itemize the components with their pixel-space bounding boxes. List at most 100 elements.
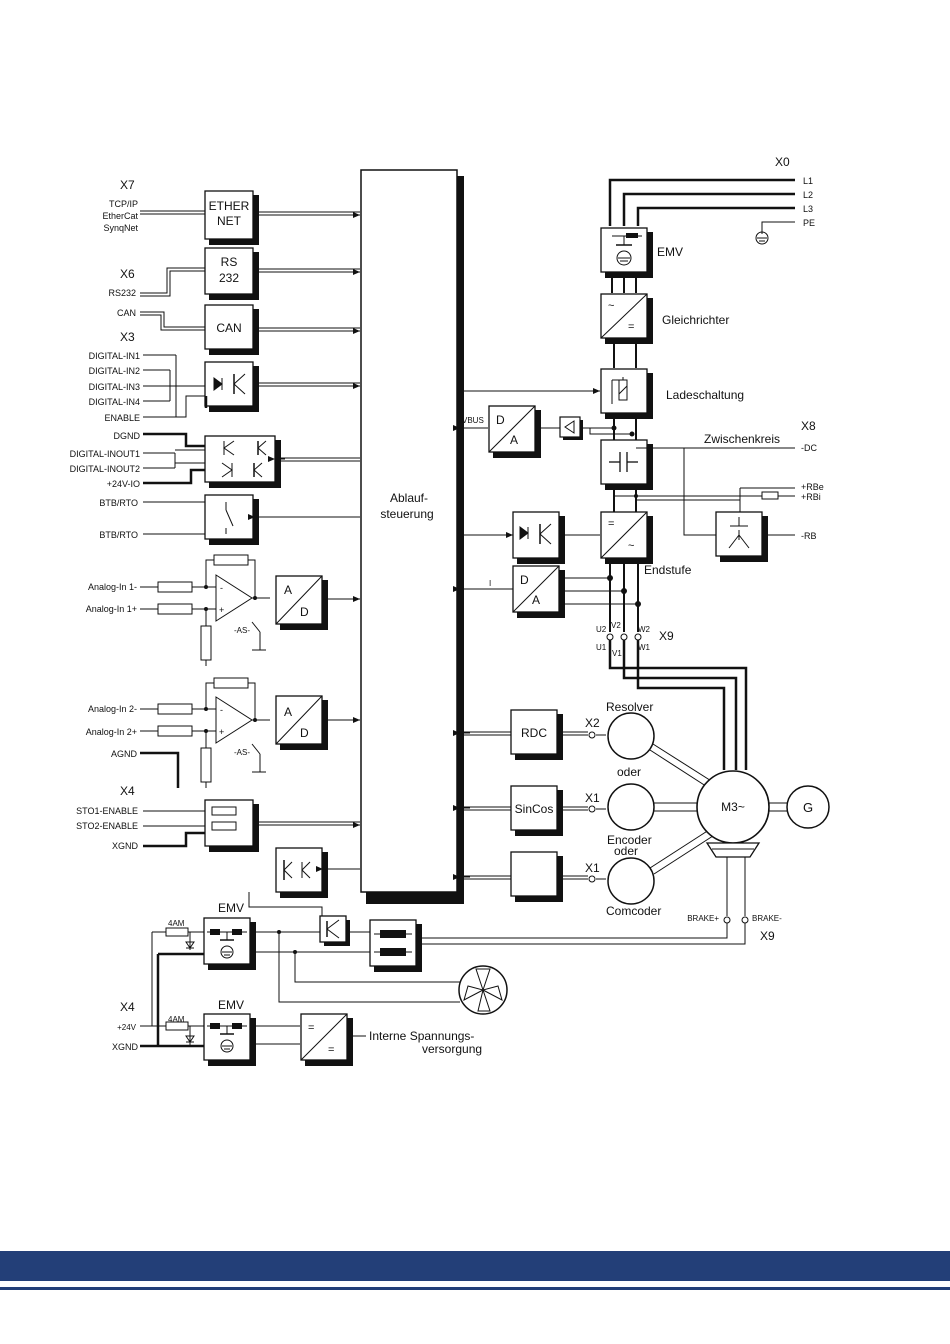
ethernet-section: X7 TCP/IP EtherCat SynqNet ETHER NET [102,178,360,245]
ethernet-label-2: NET [217,214,242,228]
as1-label: -AS- [234,626,250,635]
ain2m-label: Analog-In 2- [88,704,137,714]
as2-label: -AS- [234,748,250,757]
x3-label: X3 [120,330,135,344]
motor-section: M3~ G BRAKE+ BRAKE- X9 [687,770,830,943]
emv-filter-icon-top [612,233,642,266]
ain2p-label: Analog-In 2+ [86,727,137,737]
rb-label: -RB [801,531,817,541]
x4-top-label: X4 [120,784,135,798]
digital-inputs-section: X3 DIGITAL-IN1 DIGITAL-IN2 DIGITAL-IN3 D… [89,330,360,448]
ethernet-label-1: ETHER [209,199,250,213]
v24io-label: +24V-IO [107,479,140,489]
motor-label: M3~ [721,800,745,814]
emv-filter-icon-bottom [207,1023,247,1053]
svg-text:+: + [219,605,224,615]
rbi-label: +RBi [801,492,821,502]
enable-label: ENABLE [104,413,140,423]
vbus-label: VBUS [462,416,484,425]
ladeschaltung-label: Ladeschaltung [666,388,744,402]
inv-sym2: ~ [628,540,634,552]
endstufe-label: Endstufe [644,563,692,577]
fuse1-label: 4AM [168,919,185,928]
btb-section: BTB/RTO BTB/RTO [99,494,360,545]
da2-a-label: A [532,593,540,607]
rdc-label: RDC [521,726,547,740]
v2-label: V2 [611,621,621,630]
din4-label: DIGITAL-IN4 [89,397,140,407]
btb1-label: BTB/RTO [99,498,138,508]
current-label: I [489,579,491,588]
agnd-label: AGND [111,749,138,759]
fuse2-label: 4AM [168,1015,185,1024]
u2-label: U2 [596,625,607,634]
charge-circuit-block: Ladeschaltung [457,368,744,440]
emv-top-label: EMV [657,245,683,259]
generator-circle [786,785,830,829]
ain1p-label: Analog-In 1+ [86,604,137,614]
rs232-label-2: 232 [219,271,239,285]
can-section: CAN CAN [117,304,360,355]
inv-sym1: = [608,518,614,530]
gleichrichter-label: Gleichrichter [662,313,729,327]
l3-label: L3 [803,204,813,214]
resolver-circle [607,712,655,760]
pe-ground-icon [755,231,769,245]
ad1-d-label: D [300,605,309,619]
ps-sym2: = [328,1044,334,1056]
feedback-section: RDC X2 Resolver oder SinCos X1 Encoder o… [453,700,717,918]
comcoder-circle [607,857,655,905]
can-label: CAN [216,321,241,335]
oder2-label: oder [614,844,638,858]
emv-filter-icon-mid [207,929,247,959]
zwischenkreis-label: Zwischenkreis [704,432,780,446]
da2-d-label: D [520,573,529,587]
x6-label: X6 [120,267,135,281]
footer-line [0,1287,950,1290]
rs232-signal-label: RS232 [108,288,136,298]
brake-plus-label: BRAKE+ [687,914,719,923]
sto2-label: STO2-ENABLE [76,821,138,831]
da1-d-label: D [496,413,505,427]
brake-minus-label: BRAKE- [752,914,782,923]
btb2-label: BTB/RTO [99,530,138,540]
encoder-label: Encoder [607,833,652,847]
x9-bottom-label: X9 [760,929,775,943]
tcpip-label: TCP/IP [109,199,138,209]
x0-label: X0 [775,155,790,169]
rs232-section: X6 RS232 RS 232 [108,247,360,300]
fan-icon [458,965,508,1015]
inverter-opto-icon [519,523,552,545]
transistor-icon [728,517,750,549]
din2-label: DIGITAL-IN2 [89,366,140,376]
sto1-label: STO1-ENABLE [76,806,138,816]
rs232-label-1: RS [221,255,238,269]
synqnet-label: SynqNet [103,223,138,233]
emv-mid-label: EMV [218,901,244,915]
svg-text:-: - [220,583,223,593]
dinout2-label: DIGITAL-INOUT2 [70,464,140,474]
bidirectional-optocoupler-icon [221,440,267,478]
brake-chopper-block: -RB [715,511,817,562]
pe-label: PE [803,218,815,228]
ad2-a-label: A [284,705,292,719]
v1-label: V1 [612,649,622,658]
dc-label: -DC [801,443,817,453]
x7-label: X7 [120,178,135,192]
resolver-label: Resolver [606,700,653,714]
xgnd2-label: XGND [112,1042,139,1052]
x4-bottom-label: X4 [120,1000,135,1014]
rbe-label: +RBe [801,482,824,492]
emv-bot-label: EMV [218,998,244,1012]
digital-inout-section: DIGITAL-INOUT1 DIGITAL-INOUT2 +24V-IO [70,435,360,489]
comcoder-label: Comcoder [606,904,661,918]
x9-terminals: U2 V2 W2 U1 V1 W1 X9 [596,621,748,770]
ablaufsteuerung-block: Ablauf- steuerung [360,169,464,904]
w1-label: W1 [638,643,651,652]
x2-label: X2 [585,716,600,730]
l1-label: L1 [803,176,813,186]
power-supply-section: 4AM EMV [151,901,746,1046]
can-signal-label: CAN [117,308,136,318]
encoder-circle [607,783,655,831]
sto-section: X4 STO1-ENABLE STO2-ENABLE XGND [76,784,360,852]
